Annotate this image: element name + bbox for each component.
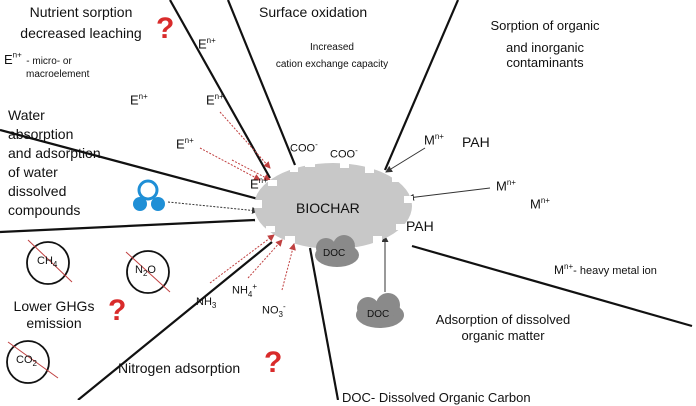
co2-label: CO2 <box>16 354 37 369</box>
water-line1: Water <box>8 107 45 123</box>
doc-label-2: DOC <box>367 309 390 320</box>
e-legend-symbol: E <box>4 52 13 67</box>
arrow-e-low <box>231 159 271 181</box>
divider-right <box>411 244 693 328</box>
water-line6: compounds <box>8 202 81 218</box>
water-line4: of water <box>8 164 58 180</box>
cec-line2: cation exchange capacity <box>275 59 389 70</box>
arrow-m-right <box>407 187 491 201</box>
m-ion-label-2: Mn+ <box>496 178 516 194</box>
divider-top-right <box>383 0 460 171</box>
nh3-label: NH3 <box>196 296 217 311</box>
e-ion-label-2: En+ <box>130 92 148 108</box>
e-legend-text1: - micro- or <box>26 56 72 67</box>
ghg-line1: Lower GHGs <box>13 298 95 314</box>
sorption-line1: Sorption of organic <box>490 18 600 33</box>
nh4-label: NH4+ <box>232 282 258 299</box>
biochar-label: BIOCHAR <box>296 200 360 216</box>
e-legend: En+ - micro- or macroelement <box>4 50 90 81</box>
water-molecule-icon <box>133 179 165 211</box>
n2o-circle <box>126 250 170 294</box>
cec-line1: Increased <box>310 42 354 53</box>
question-mark-icon: ? <box>156 12 175 45</box>
arrow-e-mid <box>199 147 261 181</box>
pah-label-1: PAH <box>462 134 490 150</box>
water-line3: and adsorption <box>8 145 101 161</box>
sorption-label: Sorption of organic and inorganic contam… <box>470 18 620 71</box>
m-ion-label-3: Mn+ <box>530 196 550 212</box>
n2o-strike <box>125 251 171 293</box>
doc-label-1: DOC <box>323 248 346 259</box>
coo-label-1: COO- <box>290 140 318 155</box>
arrow-water <box>167 201 259 214</box>
question-mark-icon-2: ? <box>108 294 127 327</box>
ghg-line2: emission <box>26 314 82 331</box>
cec-label: Increased cation exchange capacity <box>252 42 412 71</box>
gas-circles <box>6 241 170 384</box>
arrow-no3 <box>281 243 296 291</box>
gas-strikes <box>7 239 171 379</box>
nutrient-title: Nutrient sorption decreased leaching <box>6 4 156 42</box>
ch4-strike <box>27 239 73 283</box>
adsorb-doc-label: Adsorption of dissolved organic matter <box>418 312 588 343</box>
heavy-metal-legend: Mn+- heavy metal ion <box>554 262 657 277</box>
m-ion-label-1: Mn+ <box>424 132 444 148</box>
co2-strike <box>7 341 59 379</box>
co2-circle <box>6 340 50 384</box>
arrow-m-top <box>385 147 426 173</box>
e-ion-label-4: En+ <box>176 136 194 152</box>
doc-legend: DOC- Dissolved Organic Carbon <box>342 390 531 405</box>
arrow-e-top <box>219 111 271 169</box>
e-ion-label-3: En+ <box>206 92 224 108</box>
coo-label-2: COO- <box>330 146 358 161</box>
arrows-red <box>199 111 296 291</box>
divider-top-left <box>169 0 271 179</box>
surface-oxidation-label: Surface oxidation <box>259 4 368 20</box>
divider-left-upper <box>0 128 263 202</box>
doc-cloud-icon <box>315 235 359 267</box>
water-line2: absorption <box>8 126 74 142</box>
divider-bottom-left <box>77 241 273 400</box>
arrow-nh3 <box>209 234 275 284</box>
n2o-label: N2O <box>135 264 156 279</box>
ch4-label: CH4 <box>37 255 58 270</box>
e-ion-label: En+ <box>198 36 216 52</box>
water-line5: dissolved <box>8 183 67 199</box>
nutrient-title-line2: decreased leaching <box>20 24 142 41</box>
adsorb-doc-line2: organic matter <box>461 327 545 343</box>
nutrient-title-line1: Nutrient sorption <box>29 4 133 20</box>
arrows-dark <box>167 147 491 292</box>
divider-bottom <box>308 247 340 400</box>
sorption-line3: contaminants <box>506 55 584 71</box>
adsorb-doc-line1: Adsorption of dissolved <box>435 312 571 327</box>
ch4-circle <box>26 241 70 285</box>
doc-cloud-icon-lower <box>356 293 404 328</box>
arrow-nh4 <box>247 239 283 279</box>
divider-left-lower <box>0 218 256 234</box>
divider-top <box>226 0 297 166</box>
pah-label-2: PAH <box>406 218 434 234</box>
ghg-label: Lower GHGs emission <box>4 298 104 332</box>
nitrogen-label: Nitrogen adsorption <box>118 360 241 376</box>
water-label: Water absorption and adsorption of water… <box>8 106 101 220</box>
sorption-line2: and inorganic <box>505 39 585 55</box>
question-mark-icon-3: ? <box>264 346 283 379</box>
no3-label: NO3- <box>262 302 286 319</box>
e-ion-label-5: En+ <box>250 176 268 192</box>
e-legend-text2: macroelement <box>26 69 90 81</box>
